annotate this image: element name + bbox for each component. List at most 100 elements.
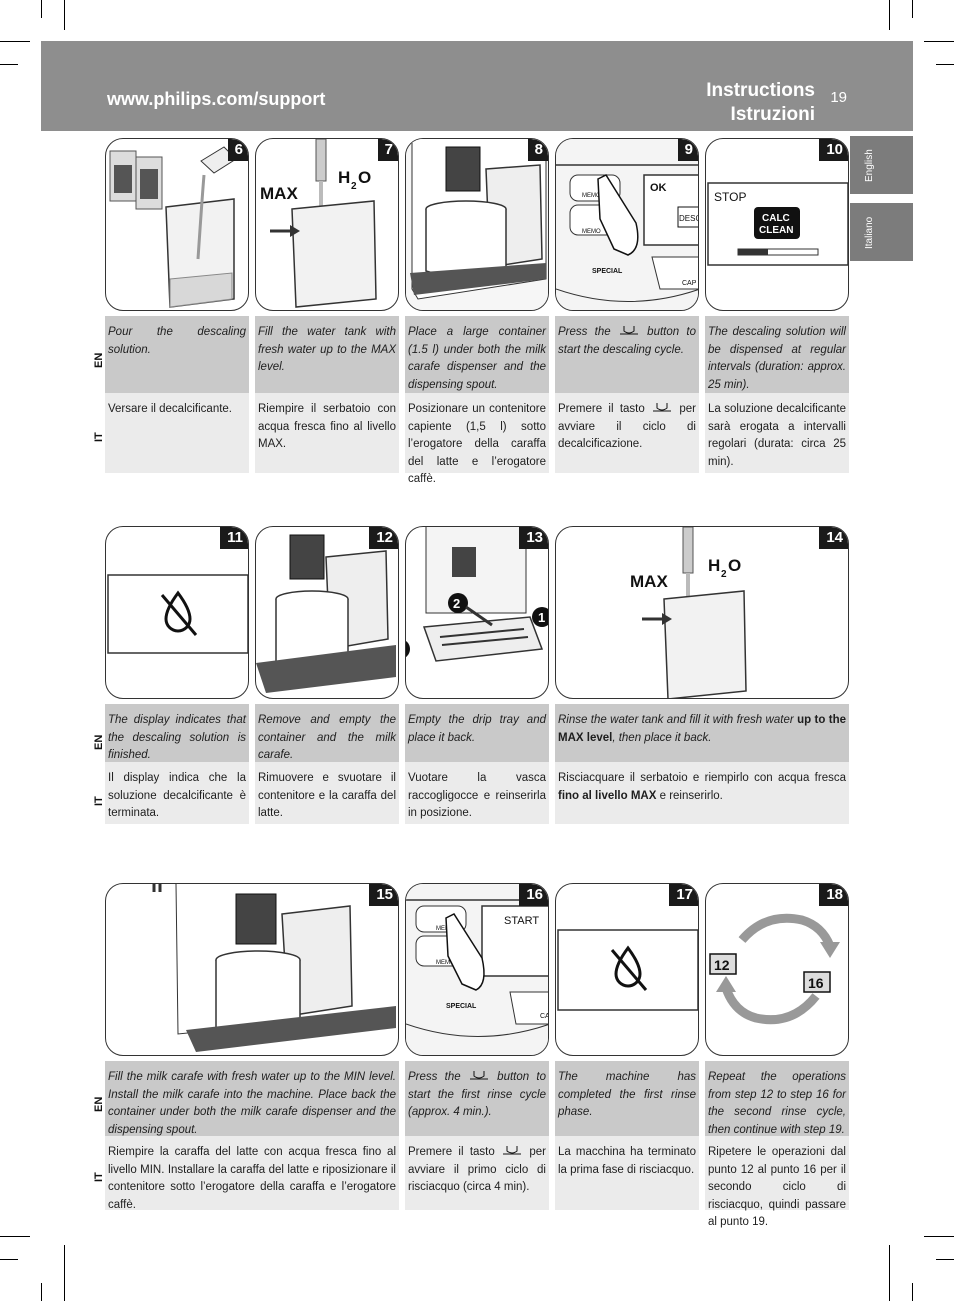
step-16-en: Press the button to start the first rins… <box>405 1061 549 1139</box>
step-13-en: Empty the drip tray and place it back. <box>405 704 549 764</box>
container-under-spout-illustration <box>406 139 548 310</box>
step-6-en: Pour the descaling solution. <box>105 316 249 396</box>
step-17-en: The machine has completed the first rins… <box>555 1061 699 1139</box>
lang-label-en: EN <box>93 352 105 368</box>
memo-coffee-icon <box>503 1145 522 1155</box>
calc-label: CALC <box>762 213 790 224</box>
figure-step-15: 15 <box>105 883 399 1056</box>
step-14-it: Risciacquare il serbatoio e riempirlo co… <box>555 762 849 824</box>
crop-mark <box>924 1236 954 1237</box>
step-14-it-b: fino al livello MAX <box>558 789 657 802</box>
figure-step-12: 12 <box>255 526 399 699</box>
step-13-it: Vuotare la vasca raccogligocce e reinser… <box>405 762 549 824</box>
crop-mark <box>936 64 954 65</box>
fill-tank-illustration: MAX H 2 O <box>260 139 377 308</box>
tab-english-label: English <box>864 149 875 182</box>
step-14-it-a: Risciacquare il serbatoio e riempirlo co… <box>558 772 846 784</box>
figure-step-16: START MEMO MEMO SPECIAL CA 16 <box>405 883 549 1056</box>
milk-carafe-rinse-illustration <box>152 884 397 1052</box>
callout-2: 2 <box>453 596 460 611</box>
crop-mark <box>41 1283 42 1301</box>
crop-mark <box>64 0 65 30</box>
step-15-en: Fill the milk carafe with fresh water up… <box>105 1061 399 1139</box>
tab-english[interactable]: English <box>850 136 913 194</box>
callout-1: 1 <box>538 610 545 625</box>
step-14-it-c: e reinserirlo. <box>656 789 723 802</box>
step-12-it: Rimuovere e svuotare il contenitore e la… <box>255 762 399 824</box>
step-9-en-a: Press the <box>558 326 611 338</box>
memo-coffee-icon <box>653 402 672 412</box>
pour-descaler-illustration <box>109 146 237 308</box>
step-number: 9 <box>677 139 698 161</box>
step-16-en-a: Press the <box>408 1071 461 1083</box>
figure-step-6: 6 <box>105 138 249 311</box>
crop-mark <box>924 41 954 42</box>
step-14-en-b: up to the MAX level <box>558 714 846 744</box>
step-14-en-c: , then place it back. <box>612 731 712 744</box>
h-label: H <box>708 556 720 575</box>
crop-mark <box>889 1245 890 1301</box>
figure-step-10: STOP CALC CLEAN 10 <box>705 138 849 311</box>
calc-clean-display-illustration: STOP CALC CLEAN <box>707 182 848 266</box>
step-14-en: Rinse the water tank and fill it with fr… <box>555 704 849 764</box>
step-number: 7 <box>377 139 398 161</box>
max-label: MAX <box>630 572 668 591</box>
step-number: 15 <box>369 884 398 906</box>
title-it: Istruzioni <box>730 104 815 125</box>
figure-step-18: 12 16 18 <box>705 883 849 1056</box>
step-number: 17 <box>669 884 698 906</box>
press-memo-button-illustration: OK DESCA MEMO MEMO SPECIAL CAP <box>556 139 699 310</box>
repeat-cycle-illustration: 12 16 <box>709 913 840 1025</box>
crop-mark <box>912 1283 913 1301</box>
memo-label: MEMO <box>436 960 455 966</box>
clean-label: CLEAN <box>759 225 793 236</box>
lang-label-it: IT <box>93 796 105 806</box>
step-number: 12 <box>369 527 398 549</box>
step-11-en: The display indicates that the descaling… <box>105 704 249 764</box>
page-number: 19 <box>830 89 847 106</box>
crop-mark <box>0 41 30 42</box>
step-10-en: The descaling solution will be dispensed… <box>705 316 849 396</box>
step-15-it: Riempire la caraffa del latte con acqua … <box>105 1136 399 1211</box>
step-number: 14 <box>819 527 848 549</box>
crop-mark <box>0 64 18 65</box>
memo-label: MEMO <box>436 926 455 932</box>
figure-step-8: 8 <box>405 138 549 311</box>
step-9-it-b: per avviare il ciclo di decalcificazione… <box>558 403 696 450</box>
step-18-en: Repeat the operations from step 12 to st… <box>705 1061 849 1139</box>
figure-step-11: 11 <box>105 526 249 699</box>
step-9-it-a: Premere il tasto <box>558 403 645 415</box>
o-label: O <box>358 168 371 187</box>
drip-tray-illustration: 2 1 <box>406 527 548 662</box>
tab-italiano[interactable]: Italiano <box>850 203 913 261</box>
step-6-it: Versare il decalcificante. <box>105 393 249 473</box>
step-number: 16 <box>519 884 548 906</box>
step-12-en: Remove and empty the container and the m… <box>255 704 399 764</box>
h2o-subscript: 2 <box>721 569 727 580</box>
tab-italiano-label: Italiano <box>864 216 875 249</box>
step-17-it: La macchina ha terminato la prima fase d… <box>555 1136 699 1210</box>
step-10-it: La soluzione decalcificante sarà erogata… <box>705 393 849 473</box>
rinse-complete-display-illustration <box>557 929 698 1011</box>
crop-mark <box>936 1259 954 1260</box>
memo-coffee-icon <box>469 1070 488 1080</box>
crop-mark <box>41 0 42 18</box>
figure-step-9: OK DESCA MEMO MEMO SPECIAL CAP 9 <box>555 138 699 311</box>
page-header: www.philips.com/support Instructions Ist… <box>41 41 913 131</box>
title-en: Instructions <box>706 80 815 101</box>
ok-label: OK <box>650 182 667 194</box>
step-16-it: Premere il tasto per avviare il primo ci… <box>405 1136 549 1210</box>
max-label: MAX <box>260 184 298 203</box>
step-9-it: Premere il tasto per avviare il ciclo di… <box>555 393 699 473</box>
step-16-en-b: button to start the first rinse cycle (a… <box>408 1071 546 1118</box>
step-7-it: Riempire il serbatoio con acqua fresca f… <box>255 393 399 473</box>
figure-step-13: 2 1 13 <box>405 526 549 699</box>
step-number: 13 <box>519 527 548 549</box>
figure-step-17: 17 <box>555 883 699 1056</box>
support-url[interactable]: www.philips.com/support <box>107 89 326 109</box>
page-title: Instructions Istruzioni <box>706 79 815 127</box>
start-label: START <box>504 915 539 927</box>
step-16-ref: 16 <box>808 975 824 991</box>
desc-label: DESCA <box>679 214 699 223</box>
remove-container-illustration <box>256 534 396 693</box>
